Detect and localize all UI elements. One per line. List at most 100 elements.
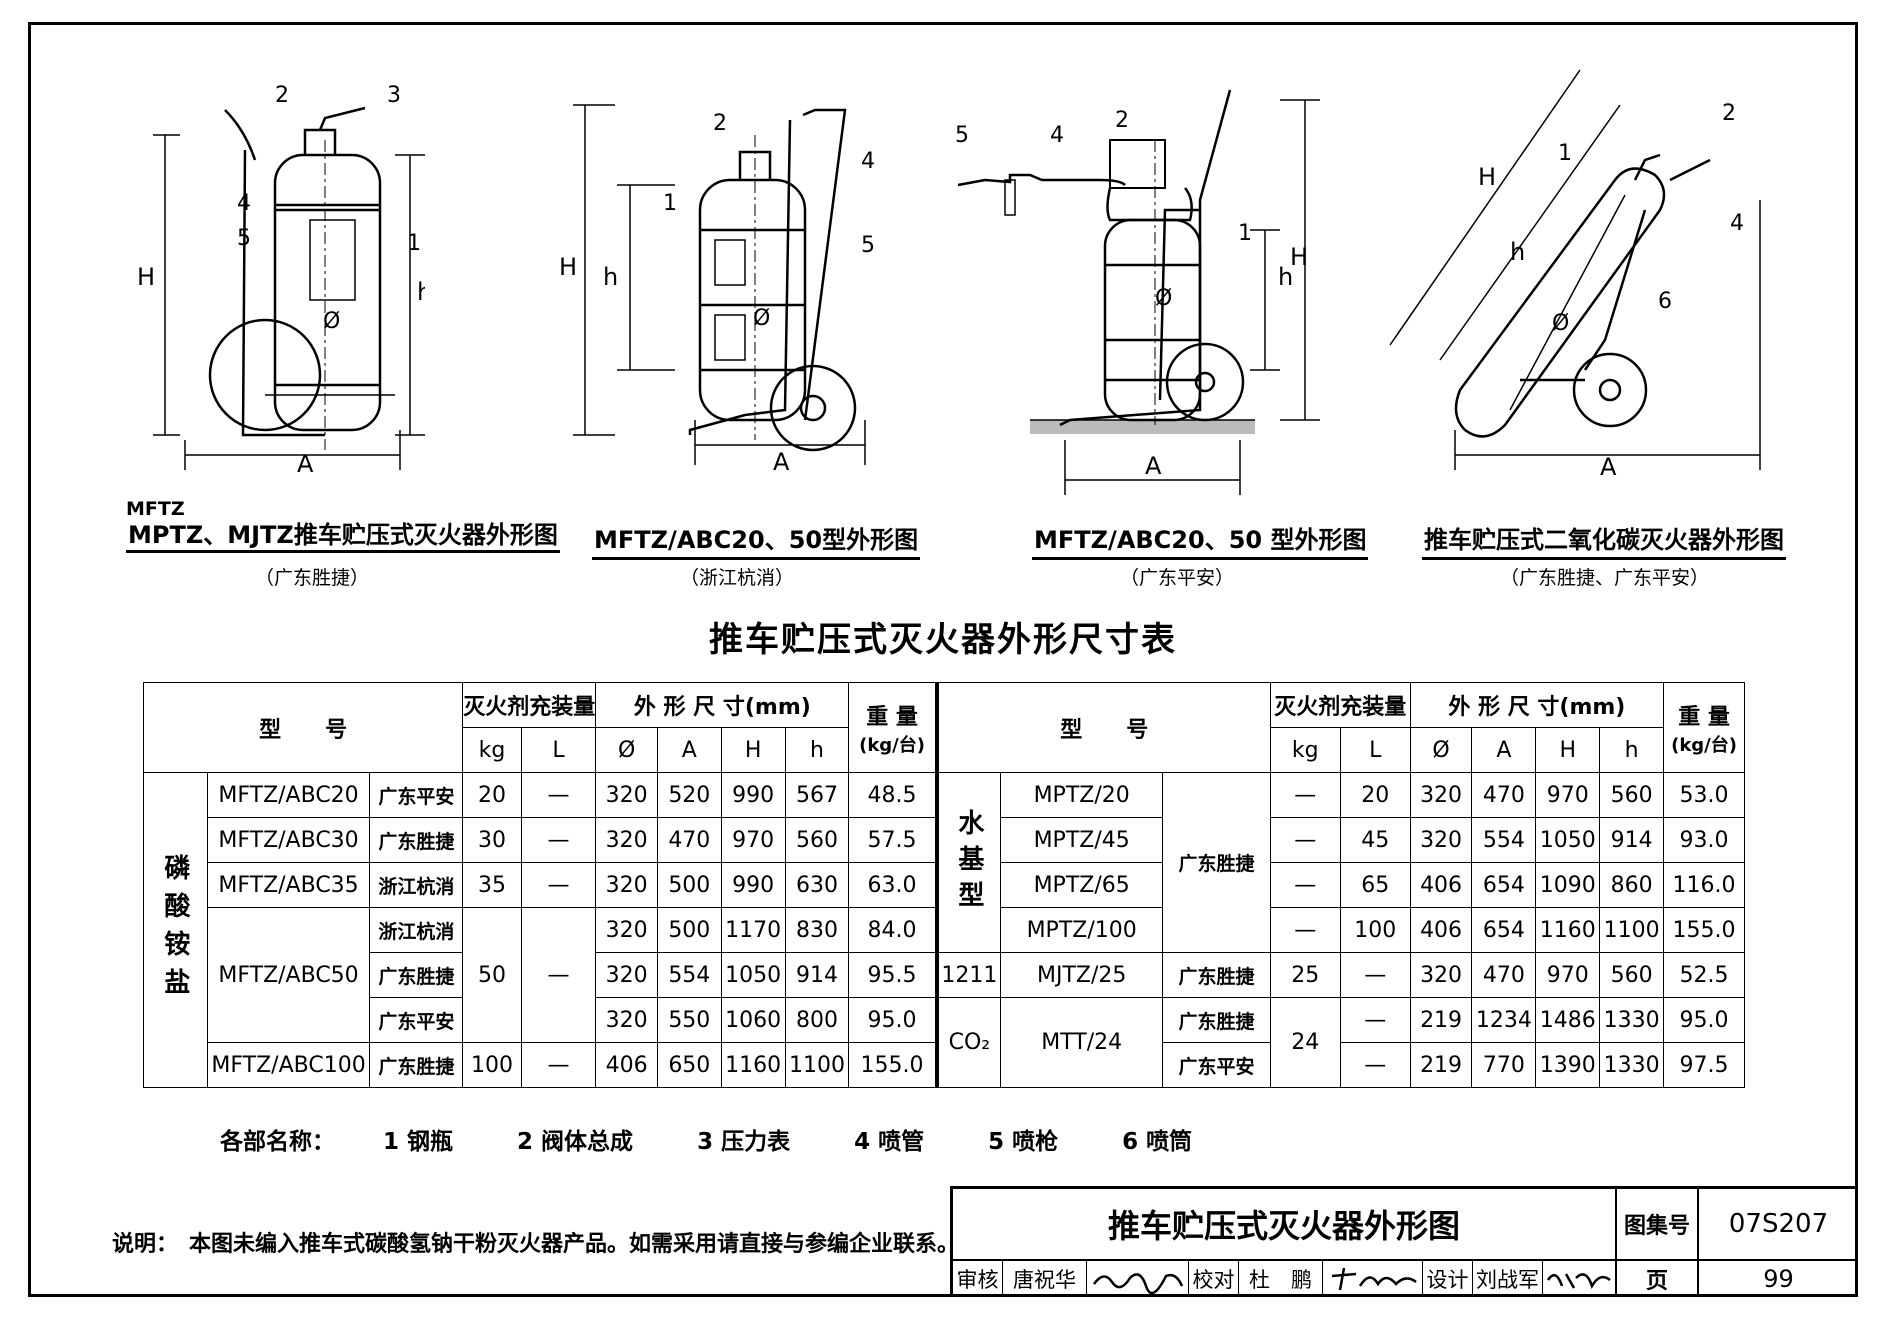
table-cell: 470 [656,817,722,863]
table-cell: 53.0 [1663,772,1745,818]
checker-name: 杜 鹏 [1239,1261,1323,1297]
figure-1-caption: MFTZ MPTZ、MJTZ推车贮压式灭火器外形图 [126,496,560,553]
table-cell: 970 [720,817,786,863]
right-weight-header: 重 量 (kg/台) [1663,682,1745,773]
table-cell: 320 [595,997,658,1043]
table-cell: 1330 [1599,1042,1665,1088]
parts-legend: 各部名称： 1 钢瓶 2 阀体总成 3 压力表 4 喷管 5 喷枪 6 喷筒 [220,1122,1248,1156]
table-cell: 320 [1409,952,1473,998]
table-cell: 155.0 [848,1042,938,1088]
table-row: MFTZ/ABC100 广东胜捷 100 — 406 650 1160 1100… [144,1042,1745,1088]
table-cell: 1100 [784,1042,850,1088]
fig1-callout-2: 2 [275,83,289,108]
table-cell: 广东平安 [369,997,464,1043]
right-H-header: H [1535,727,1601,773]
table-cell: 1234 [1471,997,1537,1043]
part-item: 3 压力表 [697,1129,791,1155]
table-cell: 95.0 [1663,997,1745,1043]
left-weight-header-line1: 重 量 [866,704,918,730]
table-cell: 219 [1409,1042,1473,1088]
figure-4-drawing: H h A Ø 1 2 4 6 [1370,50,1770,500]
fig2-label-dia: Ø [753,306,770,331]
table-cell: MFTZ/ABC50 [206,907,371,1043]
table-cell: 470 [1471,772,1537,818]
left-fill-header: 灭火剂充装量 [462,682,597,728]
left-H-header: H [720,727,786,773]
left-A-header: A [656,727,722,773]
table-cell: 1390 [1535,1042,1601,1088]
table-cell: 63.0 [848,862,938,908]
table-cell: 560 [784,817,850,863]
right-weight-header-line1: 重 量 [1678,704,1730,730]
table-cell: 320 [595,952,658,998]
table-cell: — [520,772,597,818]
atlas-label: 图集号 [1617,1189,1699,1261]
fig4-callout-1: 1 [1558,141,1572,166]
fig2-callout-2: 2 [713,111,727,136]
design-label: 设计 [1423,1261,1473,1297]
table-cell: 48.5 [848,772,938,818]
reviewer-name: 唐祝华 [1003,1261,1087,1297]
table-cell: 554 [1471,817,1537,863]
table-cell: 550 [656,997,722,1043]
table-cell: 25 [1269,952,1341,998]
figure-1-caption-line2: MPTZ、MJTZ推车贮压式灭火器外形图 [126,522,560,553]
fig3-callout-1: 1 [1238,221,1252,246]
part-item: 1 钢瓶 [383,1129,454,1155]
fig3-label-A: A [1145,452,1162,480]
right-weight-header-line2: (kg/台) [1671,734,1737,756]
table-cell: 广东胜捷 [1162,997,1271,1043]
table-cell: 65 [1339,862,1411,908]
table-cell: 95.5 [848,952,938,998]
note-text: 说明： 本图未编入推车式碳酸氢钠干粉灭火器产品。如需采用请直接与参编企业联系。 [112,1232,960,1257]
table-cell: 1160 [1535,907,1601,953]
table-cell: MJTZ/25 [1000,952,1164,998]
table-row: 广东胜捷 320 554 1050 914 95.5 1211 MJTZ/25 … [144,952,1745,998]
table-cell: 1060 [720,997,786,1043]
table-cell: MPTZ/65 [1000,862,1164,908]
table-cell: 406 [595,1042,658,1088]
figure-3-caption-text: MFTZ/ABC20、50 型外形图 [1032,520,1369,560]
figure-4-manufacturer: （广东胜捷、广东平安） [1500,567,1710,589]
table-cell: 155.0 [1663,907,1745,953]
left-kg-header: kg [462,727,522,773]
table-cell: 45 [1339,817,1411,863]
right-dia-header: Ø [1409,727,1473,773]
table-cell: 100 [462,1042,522,1088]
table-cell: 406 [1409,862,1473,908]
designer-signature [1543,1261,1617,1297]
table-cell: 97.5 [1663,1042,1745,1088]
table-cell: 1100 [1599,907,1665,953]
table-cell: 广东胜捷 [369,952,464,998]
figure-2-manufacturer: （浙江杭消） [680,567,795,589]
table-cell: 406 [1409,907,1473,953]
table-cell: — [520,862,597,908]
left-dims-header: 外 形 尺 寸(mm) [595,682,850,728]
table-cell: 广东胜捷 [1162,952,1271,998]
fig4-label-H: H [1478,163,1496,191]
table-cell: 57.5 [848,817,938,863]
left-weight-header: 重 量(kg/台) [848,682,938,773]
table-cell: 35 [462,862,522,908]
fig2-label-H: H [559,253,577,281]
right-dims-header: 外 形 尺 寸(mm) [1409,682,1665,728]
table-cell: MPTZ/20 [1000,772,1164,818]
table-cell: — [1269,862,1341,908]
table-cell: 320 [1409,817,1473,863]
table-cell: 320 [595,772,658,818]
table-cell: 1050 [720,952,786,998]
table-cell: 320 [595,907,658,953]
table-cell: 970 [1535,772,1601,818]
page-label: 页 [1617,1261,1699,1297]
right-group-halon: 1211 [934,952,1002,998]
reviewer-signature [1087,1261,1189,1297]
table-cell: MPTZ/45 [1000,817,1164,863]
table-cell: — [1339,952,1411,998]
table-row: 广东平安 320 550 1060 800 95.0 CO₂ MTT/24 广东… [144,997,1745,1088]
fig1-callout-1: 1 [407,231,421,256]
right-A-header: A [1471,727,1537,773]
fig4-label-dia: Ø [1552,311,1569,336]
table-cell: 116.0 [1663,862,1745,908]
table-cell: 320 [595,817,658,863]
right-group-water: 水基型 [934,772,1002,953]
